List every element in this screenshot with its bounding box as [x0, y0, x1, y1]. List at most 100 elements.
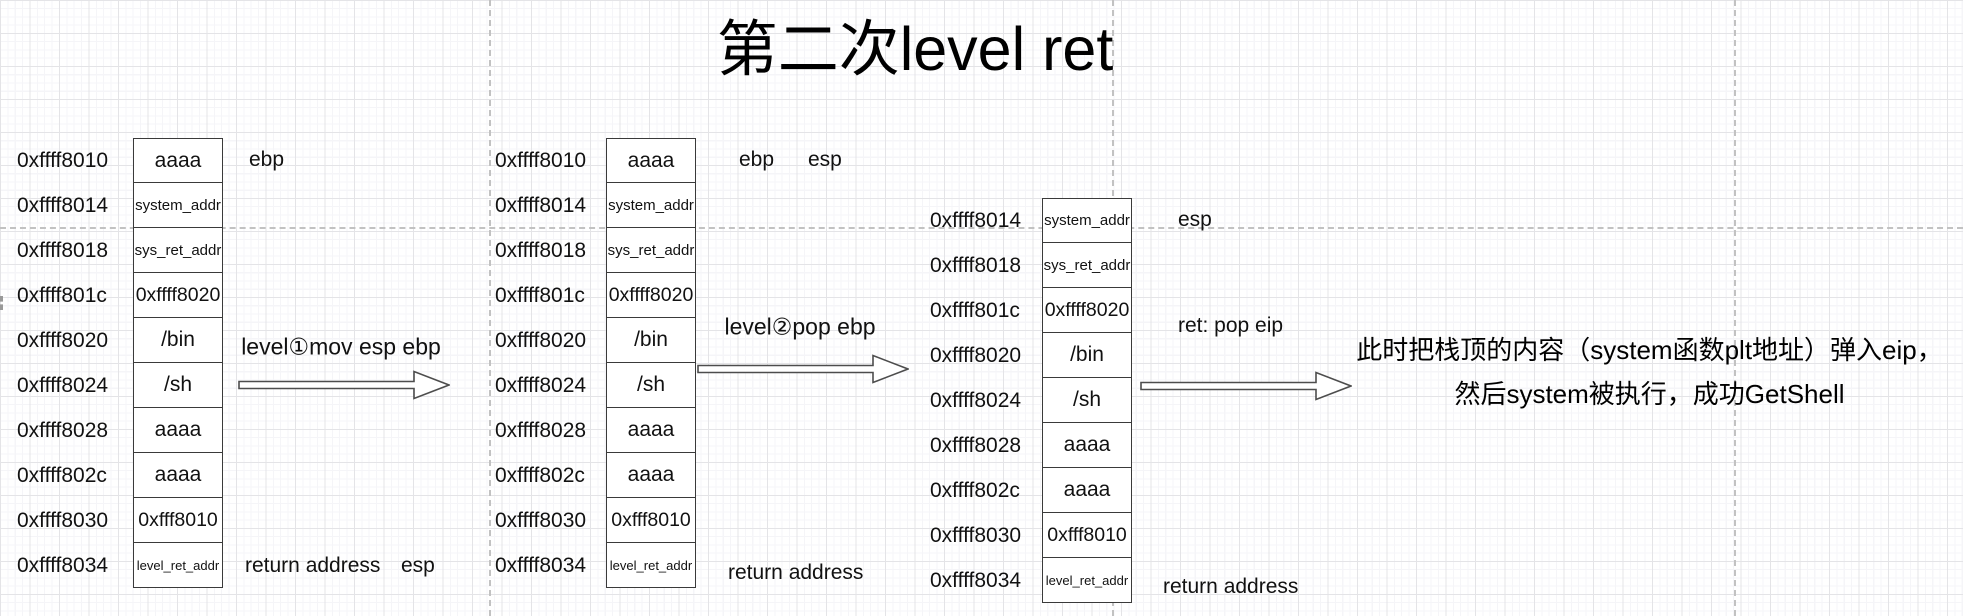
- label-ret-pop-eip-stack3: ret: pop eip: [1178, 314, 1284, 337]
- stack-cell-value: sys_ret_addr: [607, 241, 695, 259]
- stack-cell-value: /bin: [161, 328, 195, 351]
- stack-cell: /bin: [133, 318, 223, 363]
- stack-cell: system_addr: [606, 183, 696, 228]
- stack-cell-value: /bin: [634, 328, 668, 351]
- stack-row: 0xffff802c aaaa: [495, 453, 696, 498]
- stack-address: 0xffff8030: [17, 508, 109, 532]
- stack-address: 0xffff801c: [495, 283, 585, 307]
- stack-cell: 0xfff8010: [1042, 513, 1132, 558]
- label-return-address-stack3: return address: [1163, 575, 1299, 598]
- stack-cell-value: 0xffff8020: [1044, 298, 1130, 321]
- stack-cell: level_ret_addr: [606, 543, 696, 588]
- stack-row: 0xffff8028 aaaa: [495, 408, 696, 453]
- stack-row: 0xffff8030 0xfff8010: [495, 498, 696, 543]
- stack-row: 0xffff8018 sys_ret_addr: [17, 228, 223, 273]
- stack-cell-value: system_addr: [608, 196, 694, 214]
- stack-cell-value: aaaa: [627, 418, 675, 441]
- stack-address: 0xffff8014: [495, 193, 587, 217]
- stack-cell: /sh: [606, 363, 696, 408]
- stack-address: 0xffff8018: [930, 253, 1022, 277]
- stack-address: 0xffff8020: [17, 328, 109, 352]
- stack-row: 0xffff8030 0xfff8010: [17, 498, 223, 543]
- stack-cell: 0xffff8020: [133, 273, 223, 318]
- stack-address: 0xffff8020: [495, 328, 587, 352]
- stack-cell-value: 0xffff8020: [608, 283, 694, 306]
- left-edge-mark: [0, 296, 3, 310]
- stack-row: 0xffff8014 system_addr: [17, 183, 223, 228]
- stack-row: 0xffff8020/bin: [495, 318, 696, 363]
- annotation-line2: 然后system被执行，成功GetShell: [1454, 379, 1845, 409]
- stack-address: 0xffff8030: [495, 508, 587, 532]
- arrow2-step-label: level②pop ebp: [724, 313, 876, 340]
- stack-address: 0xffff8024: [495, 373, 587, 397]
- stack-cell-value: 0xfff8010: [611, 508, 691, 531]
- stack-address: 0xffff8010: [17, 148, 109, 172]
- stack-cell-value: /sh: [636, 373, 665, 396]
- stack-cell-value: /sh: [163, 373, 192, 396]
- stack-address: 0xffff801c: [930, 298, 1020, 322]
- stack-row: 0xffff801c 0xffff8020: [930, 288, 1132, 333]
- arrow3-right-icon: [1140, 371, 1352, 401]
- stack-cell: /sh: [1042, 378, 1132, 423]
- stack-cell-value: aaaa: [1063, 433, 1111, 456]
- stack-cell-value: 0xfff8010: [138, 508, 218, 531]
- annotation-line1: 此时把栈顶的内容（system函数plt地址）弹入eip，: [1356, 335, 1943, 365]
- stack-cell: 0xfff8010: [606, 498, 696, 543]
- stack-address: 0xffff8018: [17, 238, 109, 262]
- stack-address: 0xffff8024: [17, 373, 109, 397]
- stack-address: 0xffff802c: [17, 463, 107, 487]
- stack-cell: sys_ret_addr: [606, 228, 696, 273]
- stack-address: 0xffff8010: [495, 148, 587, 172]
- stack-cell: level_ret_addr: [1042, 558, 1132, 603]
- stack-row: 0xffff801c 0xffff8020: [17, 273, 223, 318]
- stack-cell-value: sys_ret_addr: [134, 241, 222, 259]
- label-return-address-stack1: return address: [245, 554, 381, 577]
- stack-cell: system_addr: [1042, 198, 1132, 243]
- stack-cell-value: system_addr: [135, 196, 221, 214]
- stack-cell-value: 0xffff8020: [135, 283, 221, 306]
- stack-cell: aaaa: [606, 138, 696, 183]
- stack-address: 0xffff802c: [930, 478, 1020, 502]
- stack-cell-value: aaaa: [154, 463, 202, 486]
- arrow2-right-icon: [697, 354, 909, 384]
- page-title: 第二次level ret: [716, 15, 1114, 83]
- arrow1-right-icon: [238, 370, 450, 400]
- stack-cell: aaaa: [133, 408, 223, 453]
- stack-row: 0xffff8010 aaaa: [495, 138, 696, 183]
- stack-address: 0xffff8014: [17, 193, 109, 217]
- stack-cell: aaaa: [606, 408, 696, 453]
- stack-cell-value: system_addr: [1044, 212, 1130, 229]
- stack-cell: sys_ret_addr: [133, 228, 223, 273]
- stack-row: 0xffff8014 system_addr: [495, 183, 696, 228]
- stack-cell-value: /bin: [1070, 343, 1104, 366]
- stack-cell-value: aaaa: [627, 463, 675, 486]
- page-break-vertical-1: [489, 0, 491, 616]
- stack-address: 0xffff8024: [930, 388, 1022, 412]
- stack-cell-value: /sh: [1072, 388, 1101, 411]
- stack-address: 0xffff802c: [495, 463, 585, 487]
- label-esp-stack3: esp: [1178, 208, 1212, 231]
- conclusion-annotation: 此时把栈顶的内容（system函数plt地址）弹入eip， 然后system被执…: [1336, 328, 1963, 416]
- arrow1-step-label: level①mov esp ebp: [241, 333, 441, 360]
- stack-cell: aaaa: [606, 453, 696, 498]
- stack-address: 0xffff8034: [17, 553, 109, 577]
- stack-cell-value: aaaa: [1063, 478, 1111, 501]
- stack-row: 0xffff8020/bin: [17, 318, 223, 363]
- stack-cell-value: aaaa: [627, 148, 675, 172]
- page-break-horizontal: [0, 227, 1963, 229]
- stack-cell-value: aaaa: [154, 418, 202, 441]
- label-return-address-stack2: return address: [728, 561, 864, 584]
- stack-address: 0xffff801c: [17, 283, 107, 307]
- stack-cell-value: 0xfff8010: [1047, 523, 1127, 546]
- stack-address: 0xffff8028: [495, 418, 587, 442]
